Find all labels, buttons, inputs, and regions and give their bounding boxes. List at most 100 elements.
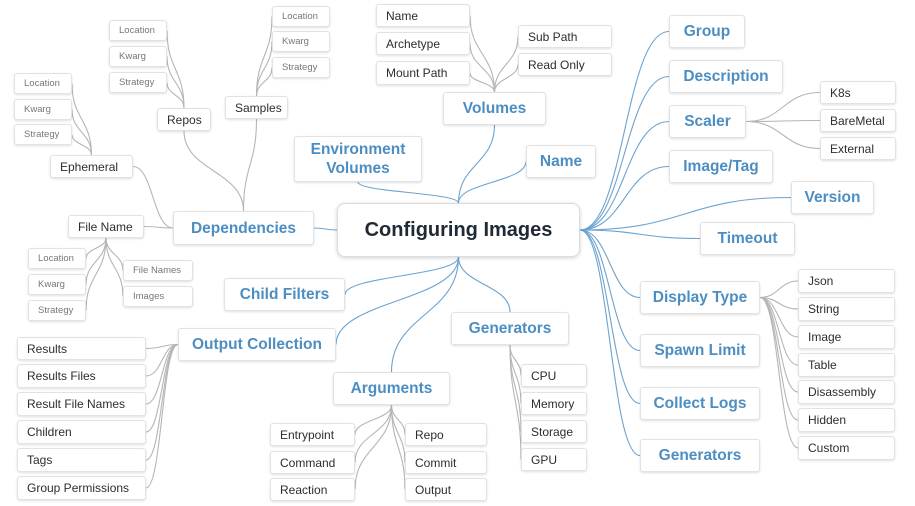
arguments-output[interactable]: Output	[405, 478, 487, 501]
generators-cpu[interactable]: CPU	[521, 364, 587, 387]
arguments-commit[interactable]: Commit	[405, 451, 487, 474]
topic-child-filters[interactable]: Child Filters	[224, 278, 345, 311]
file-name-item-images[interactable]: Images	[123, 286, 193, 307]
dependencies-file-name[interactable]: File Name	[68, 215, 144, 238]
connector-n-root-n-envvol	[357, 181, 460, 204]
dependencies-samples[interactable]: Samples	[225, 96, 288, 119]
topic-arguments[interactable]: Arguments	[333, 372, 450, 405]
display-type-string[interactable]: String	[798, 297, 895, 321]
display-type-table[interactable]: Table	[798, 353, 895, 377]
connector-d-fn-f1	[85, 237, 107, 285]
output-collection-results-files[interactable]: Results Files	[17, 364, 146, 388]
connector-n-outcol-o2	[145, 343, 179, 405]
generators-memory[interactable]: Memory	[521, 392, 587, 415]
connector-n-disp-dt6	[759, 296, 799, 449]
connector-n-root-n-timeout	[579, 229, 701, 240]
connector-n-volumes-v4	[493, 64, 519, 93]
connector-n-root-n-spawn	[579, 229, 641, 352]
display-type-image[interactable]: Image	[798, 325, 895, 349]
connector-d-eph-e0	[71, 83, 93, 156]
topic-environment-volumes[interactable]: Environment Volumes	[294, 136, 422, 182]
connector-n-volumes-v1	[469, 43, 496, 93]
connector-n-disp-dt0	[759, 280, 799, 299]
topic-spawn-limit[interactable]: Spawn Limit	[640, 334, 760, 367]
file-name-item-location[interactable]: Location	[28, 248, 86, 269]
display-type-disassembly[interactable]: Disassembly	[798, 380, 895, 404]
topic-generators-right[interactable]: Generators	[640, 439, 760, 472]
ephemeral-item-location[interactable]: Location	[14, 73, 72, 94]
arguments-command[interactable]: Command	[270, 451, 355, 474]
connector-n-volumes-v2	[469, 72, 496, 93]
topic-dependencies[interactable]: Dependencies	[173, 211, 314, 245]
topic-scaler[interactable]: Scaler	[669, 105, 746, 138]
arguments-repo[interactable]: Repo	[405, 423, 487, 446]
connector-n-scaler-sc2	[745, 120, 821, 150]
connector-n-root-n-volumes	[457, 124, 496, 204]
scaler-external[interactable]: External	[820, 137, 896, 160]
topic-display-type[interactable]: Display Type	[640, 281, 760, 314]
connector-n-disp-dt4	[759, 296, 799, 393]
connector-n-volumes-v0	[469, 15, 496, 93]
volumes-item-archetype[interactable]: Archetype	[376, 32, 470, 55]
output-collection-children[interactable]: Children	[17, 420, 146, 444]
display-type-json[interactable]: Json	[798, 269, 895, 293]
arguments-entrypoint[interactable]: Entrypoint	[270, 423, 355, 446]
connector-n-root-n-name	[457, 161, 527, 204]
topic-collect-logs[interactable]: Collect Logs	[640, 387, 760, 420]
file-name-item-file-names[interactable]: File Names	[123, 260, 193, 281]
connector-d-fn-f4	[105, 237, 124, 297]
topic-timeout[interactable]: Timeout	[700, 222, 795, 255]
scaler-baremetal[interactable]: BareMetal	[820, 109, 896, 132]
volumes-item-sub-path[interactable]: Sub Path	[518, 25, 612, 48]
file-name-item-strategy[interactable]: Strategy	[28, 300, 86, 321]
volumes-item-read-only[interactable]: Read Only	[518, 53, 612, 76]
topic-output-collection[interactable]: Output Collection	[178, 328, 336, 361]
connector-n-disp-dt3	[759, 296, 799, 366]
repos-item-kwarg[interactable]: Kwarg	[109, 46, 167, 67]
connector-d-fn-f2	[85, 237, 107, 311]
scaler-k8s[interactable]: K8s	[820, 81, 896, 104]
connector-n-root-n-desc	[579, 75, 670, 231]
topic-image-tag[interactable]: Image/Tag	[669, 150, 773, 183]
volumes-item-mount-path[interactable]: Mount Path	[376, 61, 470, 85]
output-collection-group-permissions[interactable]: Group Permissions	[17, 476, 146, 500]
root-topic[interactable]: Configuring Images	[337, 203, 580, 257]
topic-description[interactable]: Description	[669, 60, 783, 93]
ephemeral-item-strategy[interactable]: Strategy	[14, 124, 72, 145]
samples-item-strategy[interactable]: Strategy	[272, 57, 330, 78]
connector-n-root-n-child	[344, 256, 460, 295]
topic-group[interactable]: Group	[669, 15, 745, 48]
generators-storage[interactable]: Storage	[521, 420, 587, 443]
display-type-custom[interactable]: Custom	[798, 436, 895, 460]
topic-version[interactable]: Version	[791, 181, 874, 214]
topic-volumes[interactable]: Volumes	[443, 92, 546, 125]
connector-n-deps-d-samples	[242, 118, 258, 212]
file-name-item-kwarg[interactable]: Kwarg	[28, 274, 86, 295]
topic-name[interactable]: Name	[526, 145, 596, 178]
repos-item-strategy[interactable]: Strategy	[109, 72, 167, 93]
connector-n-root-n-deps	[313, 227, 338, 231]
connector-d-repos-r0	[166, 30, 185, 109]
output-collection-tags[interactable]: Tags	[17, 448, 146, 472]
connector-n-root-n-version	[579, 196, 792, 231]
connector-d-repos-r1	[166, 56, 185, 109]
connector-n-root-n-scaler	[579, 120, 670, 231]
volumes-item-name[interactable]: Name	[376, 4, 470, 27]
repos-item-location[interactable]: Location	[109, 20, 167, 41]
samples-item-kwarg[interactable]: Kwarg	[272, 31, 330, 52]
dependencies-repos[interactable]: Repos	[157, 108, 211, 131]
connector-d-repos-r2	[166, 82, 185, 109]
arguments-reaction[interactable]: Reaction	[270, 478, 355, 501]
samples-item-location[interactable]: Location	[272, 6, 330, 27]
ephemeral-item-kwarg[interactable]: Kwarg	[14, 99, 72, 120]
output-collection-results[interactable]: Results	[17, 337, 146, 360]
output-collection-result-file-names[interactable]: Result File Names	[17, 392, 146, 416]
topic-generators-bottom[interactable]: Generators	[451, 312, 569, 345]
generators-gpu[interactable]: GPU	[521, 448, 587, 471]
connector-n-scaler-sc0	[745, 91, 821, 123]
display-type-hidden[interactable]: Hidden	[798, 408, 895, 432]
connector-n-volumes-v3	[493, 36, 519, 93]
connector-n-deps-d-fn	[143, 225, 174, 229]
dependencies-ephemeral[interactable]: Ephemeral	[50, 155, 133, 178]
